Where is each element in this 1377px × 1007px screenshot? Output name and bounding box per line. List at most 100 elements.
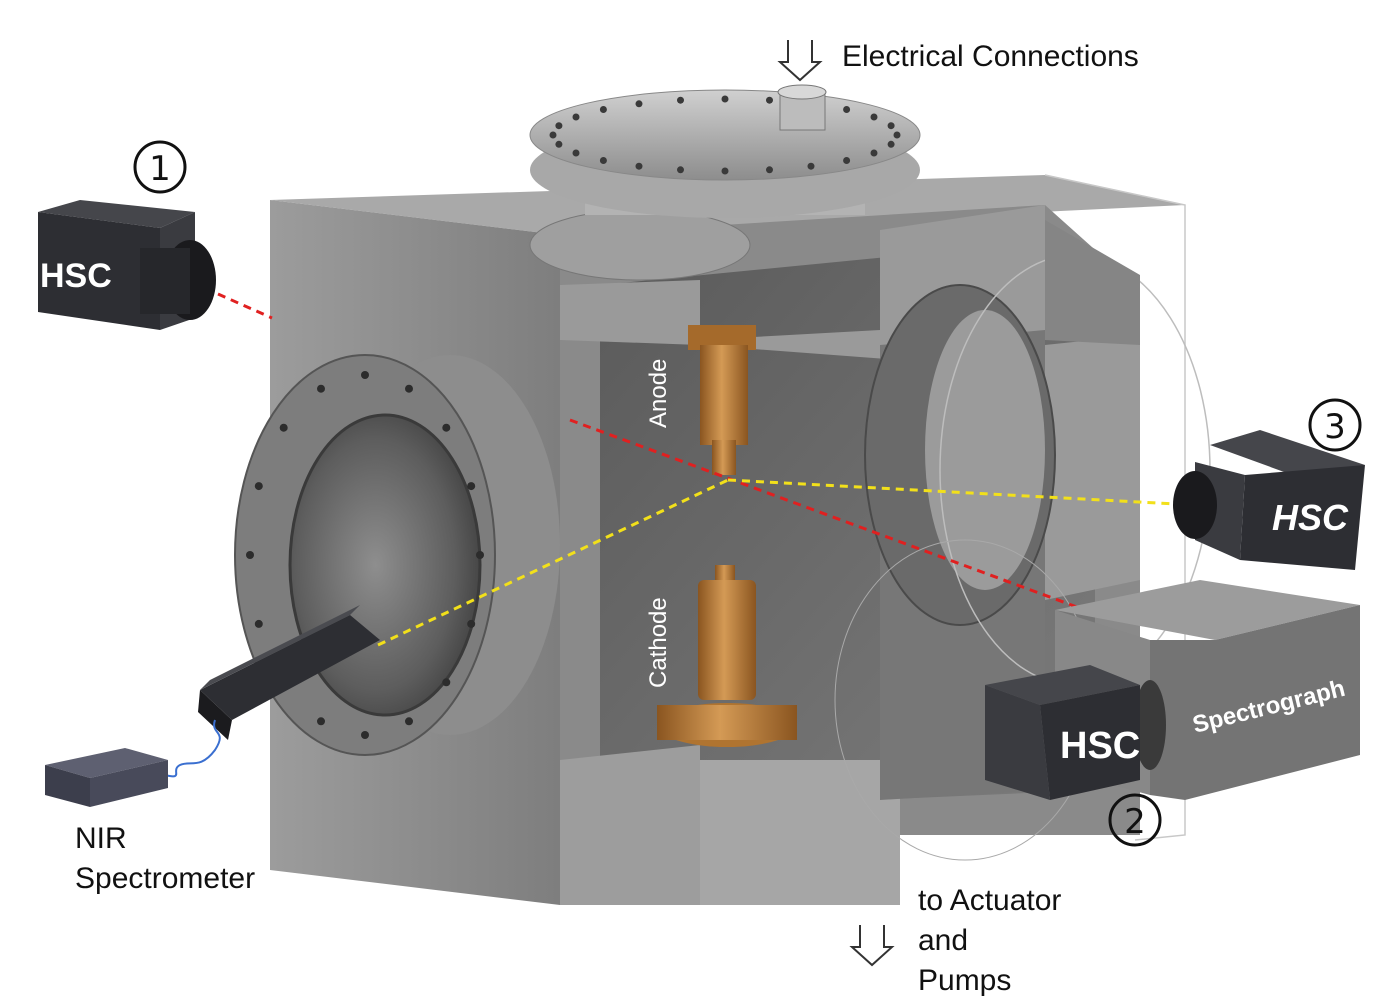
cam1-lens-barrel [140,248,190,314]
actuator-arrow-icon [849,925,895,967]
cam1-front [38,212,160,330]
nir-label-line1: NIR [75,822,127,855]
bolt-hole [677,166,684,174]
nir-unit-side [90,760,168,807]
yellow-beam-1 [377,478,729,647]
hsc-camera-1: HSC [38,200,216,330]
bolt-hole [549,131,557,139]
probe-body [200,615,380,720]
bottom-block [700,760,900,905]
cam1-top [38,200,195,228]
fiber-cable [164,719,221,778]
electrodes [657,325,797,747]
camera-2-number: 2 [1108,793,1162,847]
bolt-hole [843,157,851,164]
lower-flange [529,209,751,281]
camera-2-number-text: 2 [1124,802,1146,842]
right-port-glass [925,310,1045,590]
bolt-hole [317,384,325,393]
nir-label-line2: Spectrometer [75,862,255,895]
spectrograph-top [1055,580,1360,640]
nir-unit-top [45,748,168,778]
cam3-label: HSC [1272,497,1349,538]
anode-rod [700,345,748,445]
bolt-hole [887,140,895,148]
bolt-hole [807,162,815,170]
bolt-hole [599,106,607,113]
electrical-arrow-icon [777,40,823,82]
camera-1-number-circle [133,140,187,194]
bolt-hole [766,166,773,174]
actuator-label-line1: to Actuator [918,884,1061,917]
bolt-hole [599,157,607,164]
left-viewport [234,354,560,756]
right-viewport [834,220,1211,861]
hsc-camera-2: HSC [985,665,1166,800]
bolt-hole [476,551,484,559]
cam2-lens [1134,680,1166,770]
bolt-hole [442,678,451,687]
actuator-label-line3: Pumps [918,964,1011,997]
bolt-hole [635,162,643,170]
bolt-hole [254,482,263,491]
camera-3-number: 3 [1308,398,1362,452]
bolt-hole [870,149,878,157]
hsc-camera-3: HSC [1173,430,1365,570]
bolt-hole [870,113,878,121]
bolt-hole [887,122,895,130]
anode-label: Anode [645,359,672,428]
cam2-side [985,685,1050,800]
bolt-hole [635,100,643,108]
electrical-connections-label: Electrical Connections [842,40,1139,73]
bolt-hole [246,551,254,559]
feedthrough-cap [777,84,827,100]
bolt-hole [721,167,729,175]
nir-probe [198,605,380,740]
anode-tip [712,440,736,475]
laser-beams [217,292,1196,647]
flange-top [529,89,921,181]
chamber-right-step [1045,335,1140,600]
bolt-hole [555,140,563,148]
cam3-lens [1173,471,1217,539]
bolt-hole [254,619,263,628]
red-beam-2 [569,418,1086,612]
bolt-hole [442,423,451,432]
red-beam-1 [217,292,273,320]
bolt-hole [677,96,684,104]
cathode-base-body [657,705,797,740]
bolt-hole [405,384,413,393]
cam2-top [985,665,1140,705]
bolt-hole [279,423,288,432]
bolt-hole [893,131,901,139]
nir-spectrometer-unit [45,748,168,807]
bolt-hole [721,95,729,103]
camera-3-number-text: 3 [1324,407,1346,447]
probe-end [198,690,232,740]
side-port-upper [1045,220,1140,345]
spectrograph-front [1150,605,1360,800]
cam1-label: HSC [40,257,112,295]
cam2-front [1040,685,1140,800]
camera-1-number-text: 1 [149,149,171,189]
cam3-front [1240,465,1365,570]
bolt-hole [361,371,369,379]
bolt-hole [405,717,413,726]
actuator-label-line2: and [918,924,968,957]
bolt-hole [317,717,325,726]
nir-unit-front [45,765,90,807]
camera-2-number-circle [1108,793,1162,847]
probe-top [200,605,360,690]
cam2-label: HSC [1060,725,1140,767]
camera-3-number-circle [1308,398,1362,452]
bolt-hole [555,122,563,130]
camera-1-number: 1 [133,140,187,194]
top-flange [529,84,921,281]
bolt-hole [467,619,476,628]
bolt-hole [467,482,476,491]
cathode-rod [698,580,756,700]
bolt-hole [766,96,773,104]
yellow-beam-2 [727,478,1196,507]
cathode-label: Cathode [645,597,672,688]
